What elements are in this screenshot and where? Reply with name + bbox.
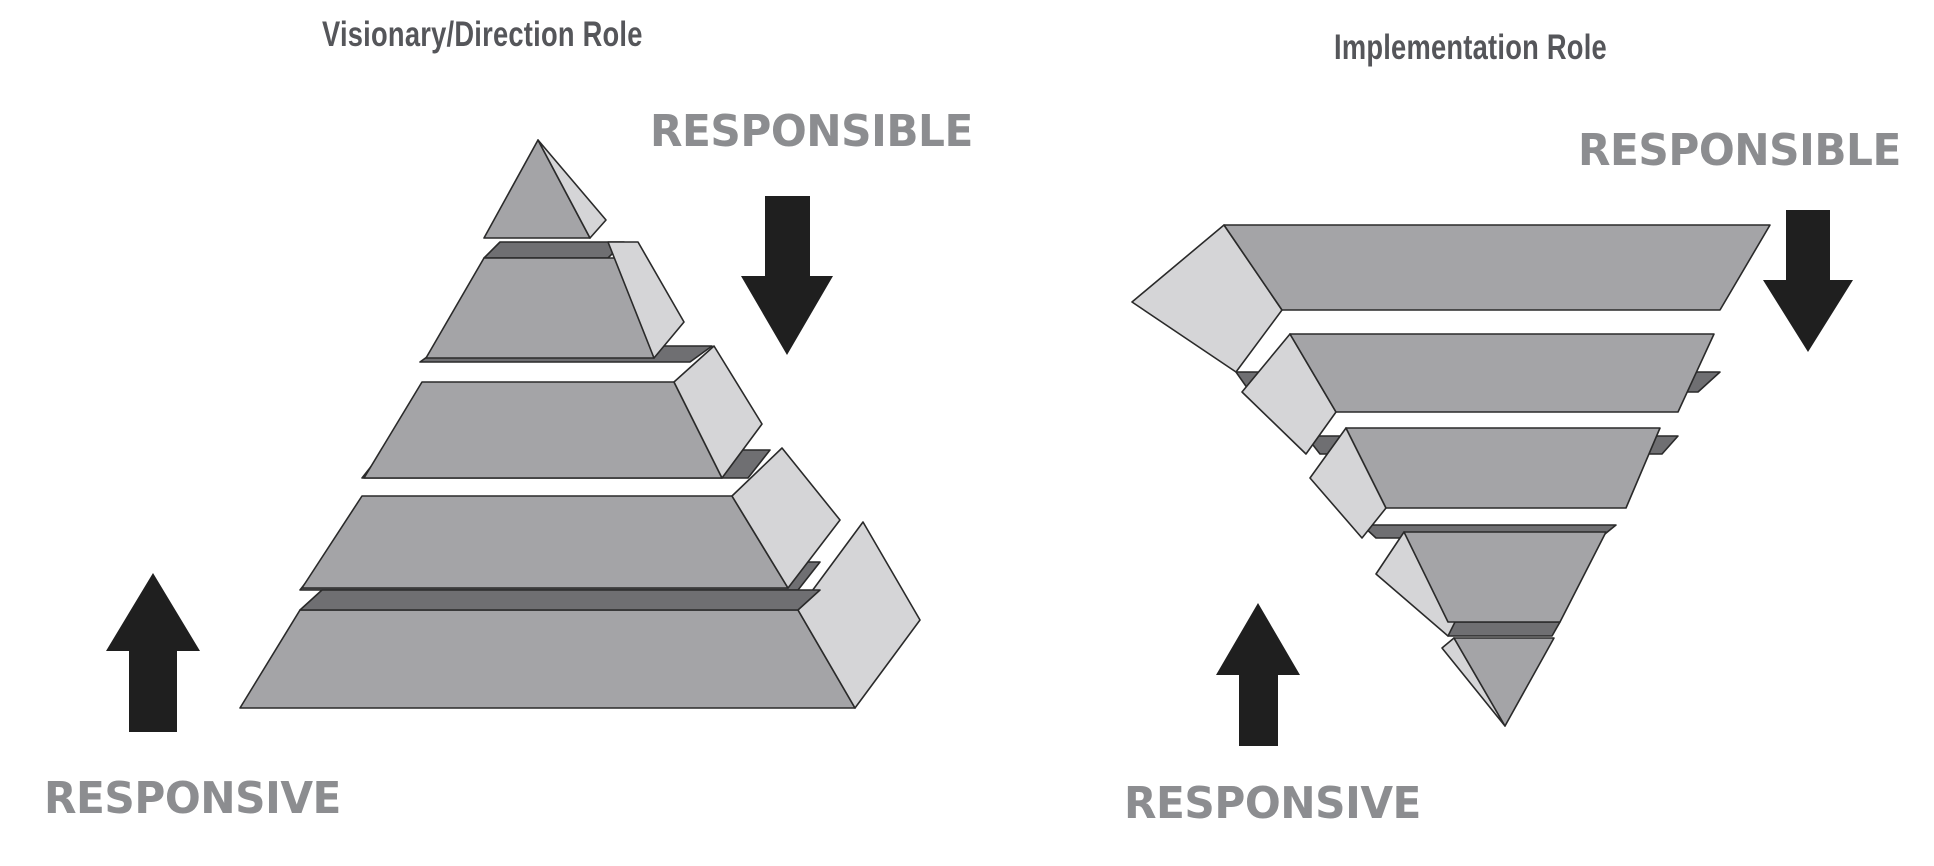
pyramid-graphic	[106, 139, 921, 732]
left-responsible-label: RESPONSIBLE	[650, 106, 973, 157]
up-arrow-icon	[1216, 603, 1300, 746]
pyramid-tier-1	[483, 139, 607, 239]
right-role-title: Implementation Role	[1334, 28, 1607, 67]
inverted-pyramid-graphic	[1131, 210, 1853, 746]
pyramid-tier-3	[363, 345, 763, 479]
inverted-tier-4	[1375, 531, 1607, 637]
down-arrow-icon	[1763, 210, 1853, 352]
inverted-tier-3	[1309, 427, 1661, 539]
inverted-tier-5	[1441, 637, 1555, 727]
left-responsive-label: RESPONSIVE	[44, 773, 341, 824]
left-diagram-panel: Visionary/Direction Role RESPONSIBLE RES…	[0, 0, 973, 866]
up-arrow-icon	[106, 573, 200, 732]
left-role-title: Visionary/Direction Role	[322, 15, 643, 54]
right-responsible-label: RESPONSIBLE	[1578, 125, 1901, 176]
right-diagram-panel: Implementation Role RESPONSIBLE RESPONSI…	[1100, 0, 1934, 866]
right-responsive-label: RESPONSIVE	[1124, 778, 1421, 829]
down-arrow-icon	[741, 196, 833, 355]
pyramid-tier-2	[425, 241, 685, 359]
